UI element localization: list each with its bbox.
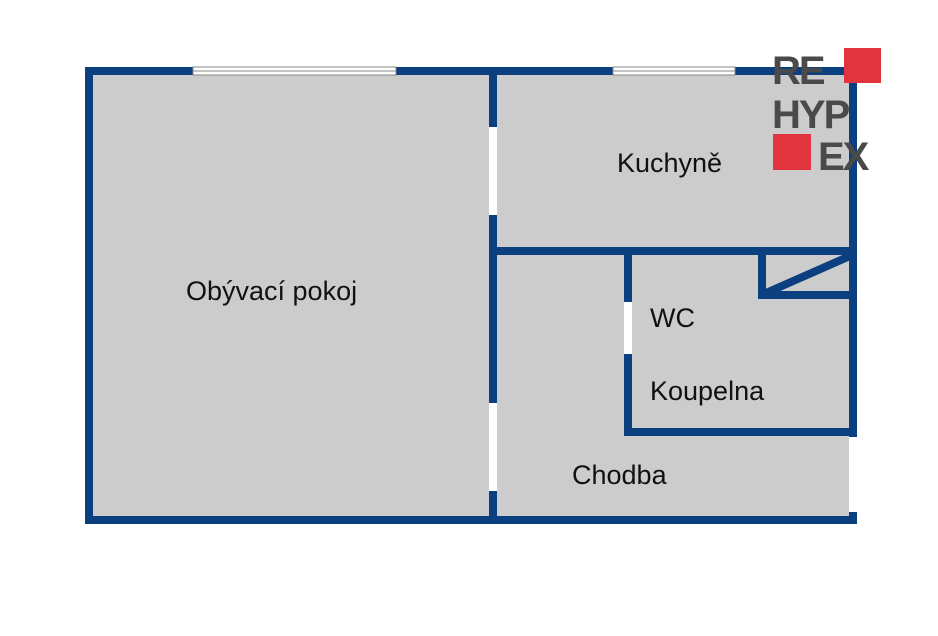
rehypex-logo: RE HYP EX	[772, 48, 881, 179]
logo-red-square-bottom	[773, 134, 811, 170]
door-living-kitchen	[489, 127, 497, 215]
logo-line-2: HYP	[772, 93, 850, 137]
logo-red-square-top	[844, 48, 881, 83]
windows	[192, 66, 736, 76]
door-wc	[624, 302, 632, 354]
floor-area	[89, 72, 853, 519]
door-living-hallway	[489, 403, 497, 491]
logo-line-1: RE	[772, 49, 825, 93]
label-kitchen: Kuchyně	[617, 148, 722, 178]
wall-shaft-diagonal	[760, 250, 856, 299]
label-bathroom: Koupelna	[650, 376, 765, 406]
label-wc: WC	[650, 303, 695, 333]
label-living-room: Obývací pokoj	[186, 276, 357, 306]
logo-line-3: EX	[818, 135, 870, 179]
label-hallway: Chodba	[572, 460, 668, 490]
doors	[489, 127, 857, 512]
door-entrance	[849, 437, 857, 512]
